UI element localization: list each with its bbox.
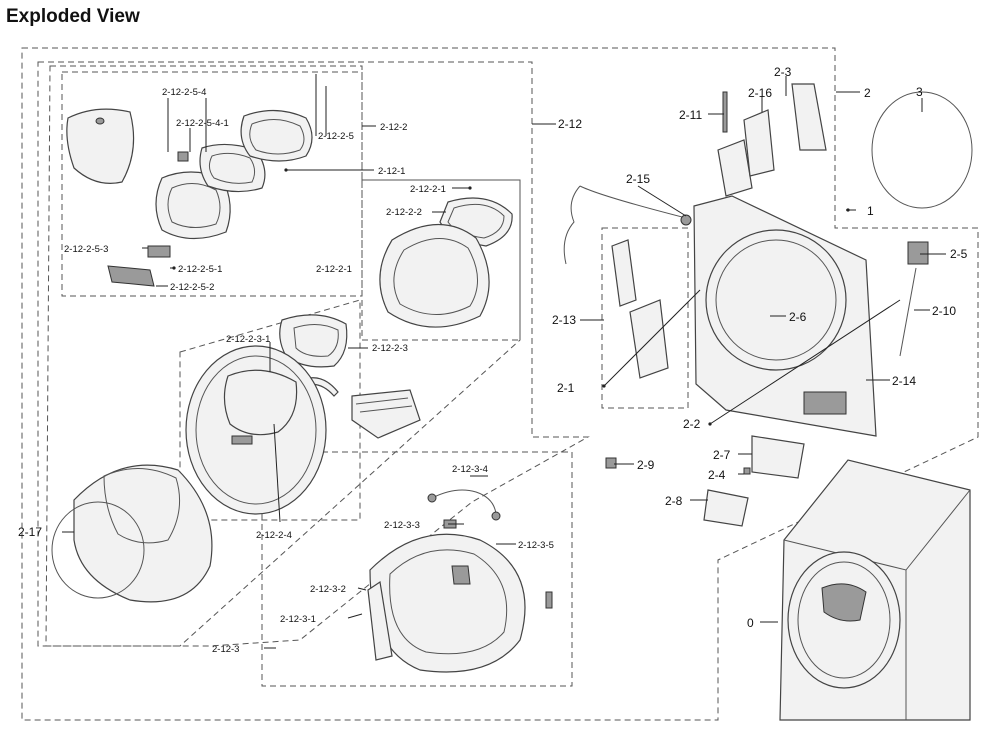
group-box-2-12-2-2 <box>361 179 521 341</box>
part-drawings <box>51 83 973 721</box>
front-panel-opening <box>705 229 847 371</box>
door-rim-part <box>240 109 313 162</box>
frame-ring-part <box>199 143 266 193</box>
hinge-block-part <box>451 565 471 585</box>
hinge-pin-part <box>722 91 728 133</box>
group-boxes <box>21 47 979 721</box>
door-wire-part <box>563 185 687 265</box>
clip-part-2-9 <box>605 457 617 469</box>
group-box-2-13 <box>601 227 689 409</box>
door-window-part <box>379 223 490 328</box>
bracket-lower <box>629 299 669 379</box>
ring-part-3 <box>871 91 973 209</box>
label-2-13: 2-13 <box>552 313 576 327</box>
label-2-12-2-5-2: 2-12-2-5-2 <box>170 282 214 293</box>
label-2-12-3-5: 2-12-3-5 <box>518 540 554 551</box>
small-screw-2-4 <box>743 467 751 475</box>
small-hinge-part <box>177 151 189 162</box>
latch-part <box>147 245 171 258</box>
label-2-12-2-2: 2-12-2-2 <box>386 207 422 218</box>
label-2-12-2-5-4-1: 2-12-2-5-4-1 <box>176 118 229 129</box>
group-box-2-12-3 <box>261 451 573 687</box>
filter-case-part <box>351 389 421 439</box>
wire-harness-part <box>431 489 497 515</box>
bracket-upper <box>611 239 637 307</box>
lock-part <box>907 241 929 265</box>
cover-hole <box>95 117 105 125</box>
label-2-3: 2-3 <box>774 65 792 79</box>
label-2-12-2-5-4: 2-12-2-5-4 <box>162 87 206 98</box>
hinge-arm-part <box>367 580 393 661</box>
label-2-9: 2-9 <box>637 458 655 472</box>
label-2-11: 2-11 <box>679 108 702 122</box>
cover-plate-part <box>703 489 749 527</box>
door-cover-part <box>66 108 135 184</box>
panel-slot <box>803 391 847 415</box>
wire-connector-a <box>427 493 437 503</box>
latch-plate-part <box>107 265 155 287</box>
label-2-12-2-5: 2-12-2-5 <box>318 131 354 142</box>
label-2-16: 2-16 <box>748 86 772 100</box>
wire-connector-b <box>491 511 501 521</box>
detergent-frame-part <box>751 435 805 479</box>
label-2-12-2-3-1: 2-12-2-3-1 <box>226 334 270 345</box>
label-0: 0 <box>747 616 754 630</box>
label-2-17: 2-17 <box>18 525 42 539</box>
insert-label <box>231 435 253 445</box>
latch-hook-part <box>717 139 753 197</box>
label-2-12: 2-12 <box>558 117 582 131</box>
label-2-8: 2-8 <box>665 494 683 508</box>
label-2-6: 2-6 <box>789 310 807 324</box>
rod-part <box>899 267 917 357</box>
label-2-12-2: 2-12-2 <box>380 122 407 133</box>
washer-window <box>821 583 867 622</box>
label-2-12-2-5-1: 2-12-2-5-1 <box>178 264 222 275</box>
latch-holder-part <box>743 109 775 177</box>
label-2-12-3-1: 2-12-3-1 <box>280 614 316 625</box>
outer-door-part <box>73 464 213 603</box>
leader-lines <box>62 74 946 649</box>
label-2-12-2-4: 2-12-2-4 <box>256 530 292 541</box>
label-2-12-3-2: 2-12-3-2 <box>310 584 346 595</box>
label-2-1: 2-1 <box>557 381 575 395</box>
inner-door-insert <box>223 369 298 436</box>
part-labels: 0 1 2 3 2-1 2-2 2-3 2-4 2-5 2-6 2-7 2-8 … <box>18 65 968 655</box>
label-2-12-3-4: 2-12-3-4 <box>452 464 488 475</box>
group-box-2 <box>21 47 979 721</box>
group-box-2-12 <box>37 61 590 647</box>
hinge-bracket-part <box>791 83 827 151</box>
wire-plug <box>680 214 692 226</box>
label-2-5: 2-5 <box>950 247 968 261</box>
label-2-12-2-1: 2-12-2-1 <box>410 184 446 195</box>
label-2-12-2-1b: 2-12-2-1 <box>316 264 352 275</box>
label-3: 3 <box>916 85 923 99</box>
label-2-12-2-5-3: 2-12-2-5-3 <box>64 244 108 255</box>
label-2-12-3: 2-12-3 <box>212 644 239 655</box>
label-2-15: 2-15 <box>626 172 650 186</box>
label-2-14: 2-14 <box>892 374 916 388</box>
label-2-12-2-3: 2-12-2-3 <box>372 343 408 354</box>
screw-set-part <box>545 591 553 609</box>
label-1: 1 <box>867 204 874 218</box>
label-2-12-1: 2-12-1 <box>378 166 405 177</box>
label-2-7: 2-7 <box>713 448 731 462</box>
door-hinge-ring <box>369 533 526 673</box>
label-2-12-3-3: 2-12-3-3 <box>384 520 420 531</box>
label-2-10: 2-10 <box>932 304 956 318</box>
label-2-2: 2-2 <box>683 417 701 431</box>
label-2-4: 2-4 <box>708 468 726 482</box>
page-title: Exploded View <box>6 6 140 27</box>
label-2: 2 <box>864 86 871 100</box>
